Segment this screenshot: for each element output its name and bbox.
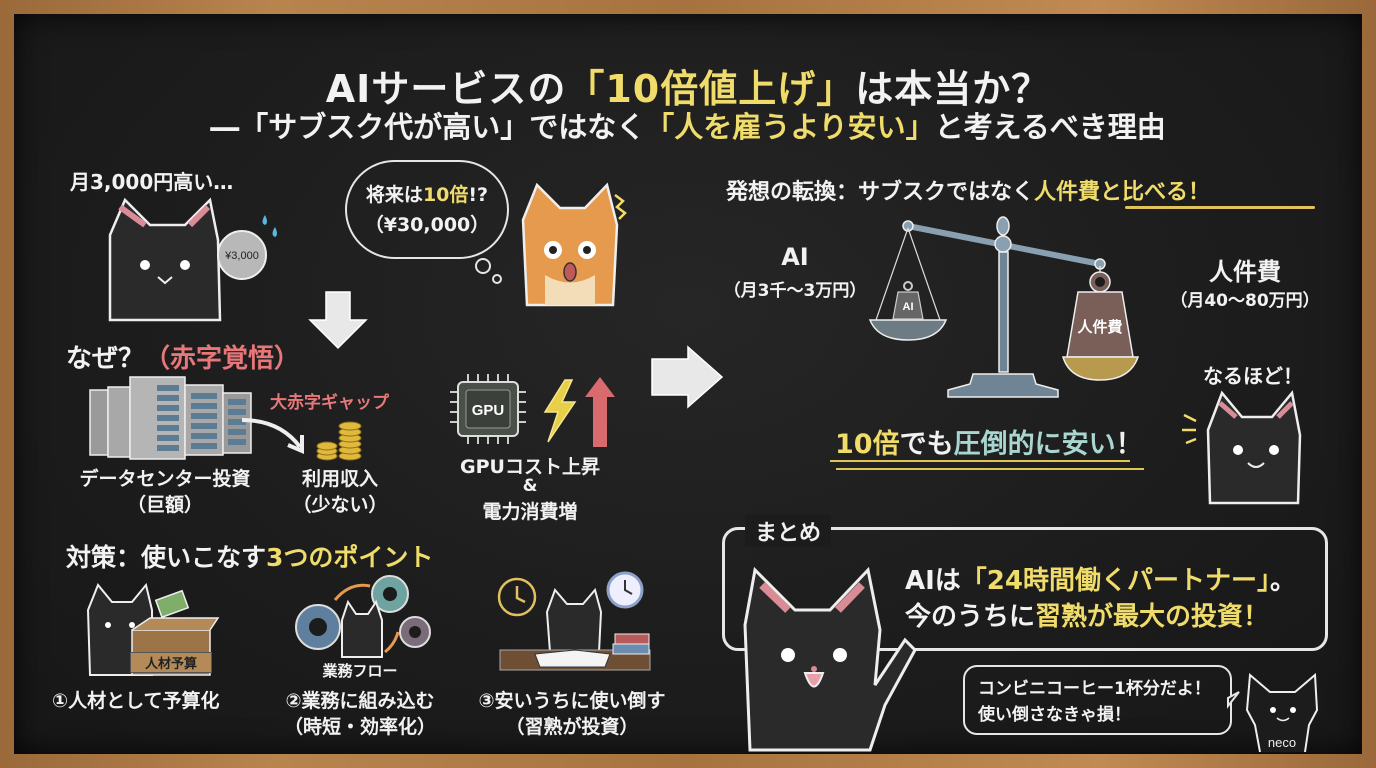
revenue-label: 利用収入 bbox=[301, 468, 378, 490]
thought-highlight: 10倍 bbox=[422, 184, 469, 206]
deficit-gap-label: 大赤字ギャップ bbox=[270, 393, 389, 413]
waving-cat-icon bbox=[743, 566, 917, 752]
datacenter-label: データセンター投資 bbox=[79, 468, 251, 490]
gpu-cost-label: GPUコスト上昇 bbox=[460, 456, 600, 478]
summary-line1: AIは「24時間働くパートナー」。 bbox=[905, 560, 1296, 597]
conclusion-underline bbox=[836, 468, 1144, 470]
bubble-line1: コンビニコーヒー1杯分だよ！ bbox=[978, 679, 1211, 699]
nodding-cat-icon bbox=[1182, 390, 1302, 505]
thought-dot bbox=[475, 258, 491, 274]
reaction-text: なるほど！ bbox=[1203, 364, 1303, 388]
subtitle-part: ―「サブスク代が高い」ではなく bbox=[210, 110, 646, 144]
worry-text: 月3,000円高い… bbox=[70, 170, 234, 194]
gpu-chip-icon: GPU bbox=[450, 374, 615, 447]
summary-text: AIは bbox=[905, 566, 961, 596]
conclusion-part: でも bbox=[899, 429, 954, 460]
measure-item-1: ①人材として予算化 bbox=[52, 690, 220, 712]
coin-stack-icon bbox=[316, 421, 362, 461]
labor-cost-range: （月40〜80万円） bbox=[1170, 291, 1320, 311]
revenue-sub: （少ない） bbox=[292, 494, 388, 516]
budget-box-label: 人材予算 bbox=[130, 652, 212, 673]
workflow-gears-icon bbox=[295, 575, 431, 658]
svg-text:GPU: GPU bbox=[472, 402, 505, 419]
measure-item-3: ③安いうちに使い倒す bbox=[478, 690, 666, 712]
thought-dot bbox=[492, 274, 502, 284]
ai-label: AI bbox=[781, 243, 809, 271]
curved-arrow-icon bbox=[241, 418, 304, 455]
conclusion-emphasis: 圧倒的に安い bbox=[953, 429, 1116, 460]
summary-highlight: 「24時間働くパートナー」 bbox=[960, 566, 1270, 596]
worried-cat-icon: ¥3,000 bbox=[108, 197, 277, 322]
why-heading: なぜ？（赤字覚悟） bbox=[66, 338, 300, 375]
power-consumption-label: 電力消費増 bbox=[482, 501, 578, 523]
subtitle-part: と考えるべき理由 bbox=[934, 110, 1166, 144]
labor-label: 人件費 bbox=[1209, 258, 1281, 286]
comparison-heading: 発想の転換：サブスクではなく人件費と比べる！ bbox=[726, 174, 1210, 206]
heading-underline bbox=[1125, 206, 1315, 209]
summary-heading: まとめ bbox=[745, 515, 832, 547]
svg-text:¥3,000: ¥3,000 bbox=[224, 250, 259, 262]
measures-heading-text: 対策：使いこなす bbox=[66, 543, 267, 572]
gpu-ampersand: & bbox=[522, 476, 538, 496]
title-part: AIサービスの bbox=[325, 67, 567, 111]
subtitle: ―「サブスク代が高い」ではなく「人を雇うより安い」と考えるべき理由 bbox=[0, 104, 1376, 146]
bubble-line2: 使い倒さなきゃ損！ bbox=[978, 705, 1131, 725]
svg-text:人件費: 人件費 bbox=[1077, 318, 1122, 336]
thought-line1: 将来は10倍!? bbox=[345, 180, 509, 207]
measure-item-2: ②業務に組み込む bbox=[285, 690, 435, 712]
thought-line2: （¥30,000） bbox=[364, 214, 490, 236]
summary-text: 。 bbox=[1269, 566, 1296, 596]
svg-text:neco: neco bbox=[1268, 735, 1296, 750]
comparison-heading-highlight: 人件費と比べる！ bbox=[1034, 180, 1211, 205]
balance-scale-icon: AI 人件費 bbox=[868, 216, 1140, 398]
measures-heading: 対策：使いこなす3つのポイント bbox=[66, 538, 433, 574]
title-highlight: 「10倍値上げ」 bbox=[566, 67, 856, 111]
neco-mascot-icon: neco bbox=[1227, 672, 1319, 753]
svg-text:AI: AI bbox=[903, 301, 914, 313]
conclusion-highlight: 10倍 bbox=[835, 429, 900, 460]
thought-text: !? bbox=[468, 184, 489, 206]
arrow-down-icon bbox=[308, 291, 368, 350]
summary-text: 今のうちに bbox=[905, 602, 1036, 632]
conclusion-text: 10倍でも圧倒的に安い！ bbox=[835, 422, 1143, 461]
comparison-heading-text: 発想の転換：サブスクではなく bbox=[726, 180, 1035, 205]
ai-cost-range: （月3千〜3万円） bbox=[723, 281, 867, 301]
title-part: は本当か？ bbox=[855, 67, 1051, 111]
measure-item-2-sub: （時短・効率化） bbox=[283, 716, 436, 738]
conclusion-underline bbox=[830, 460, 1130, 462]
datacenter-sub: （巨額） bbox=[126, 494, 203, 516]
arrow-right-icon bbox=[651, 345, 724, 409]
conclusion-part: ！ bbox=[1115, 429, 1143, 460]
measure-item-3-sub: （習熟が投資） bbox=[505, 716, 639, 738]
main-title: AIサービスの「10倍値上げ」は本当か？ bbox=[0, 58, 1376, 113]
summary-line2: 今のうちに習熟が最大の投資！ bbox=[905, 596, 1269, 633]
summary-box bbox=[722, 527, 1328, 651]
study-cat-icon bbox=[497, 571, 651, 671]
measures-heading-highlight: 3つのポイント bbox=[266, 543, 434, 572]
thought-text: 将来は bbox=[365, 184, 423, 206]
workflow-label: 業務フロー bbox=[322, 662, 398, 680]
surprised-cat-icon bbox=[521, 182, 627, 307]
why-heading-text: なぜ？ bbox=[66, 344, 145, 374]
summary-highlight: 習熟が最大の投資！ bbox=[1035, 602, 1270, 632]
datacenter-server-icon bbox=[89, 376, 252, 460]
subtitle-highlight: 「人を雇うより安い」 bbox=[645, 110, 935, 144]
thought-bubble bbox=[345, 160, 509, 259]
why-heading-highlight: （赤字覚悟） bbox=[144, 344, 301, 374]
